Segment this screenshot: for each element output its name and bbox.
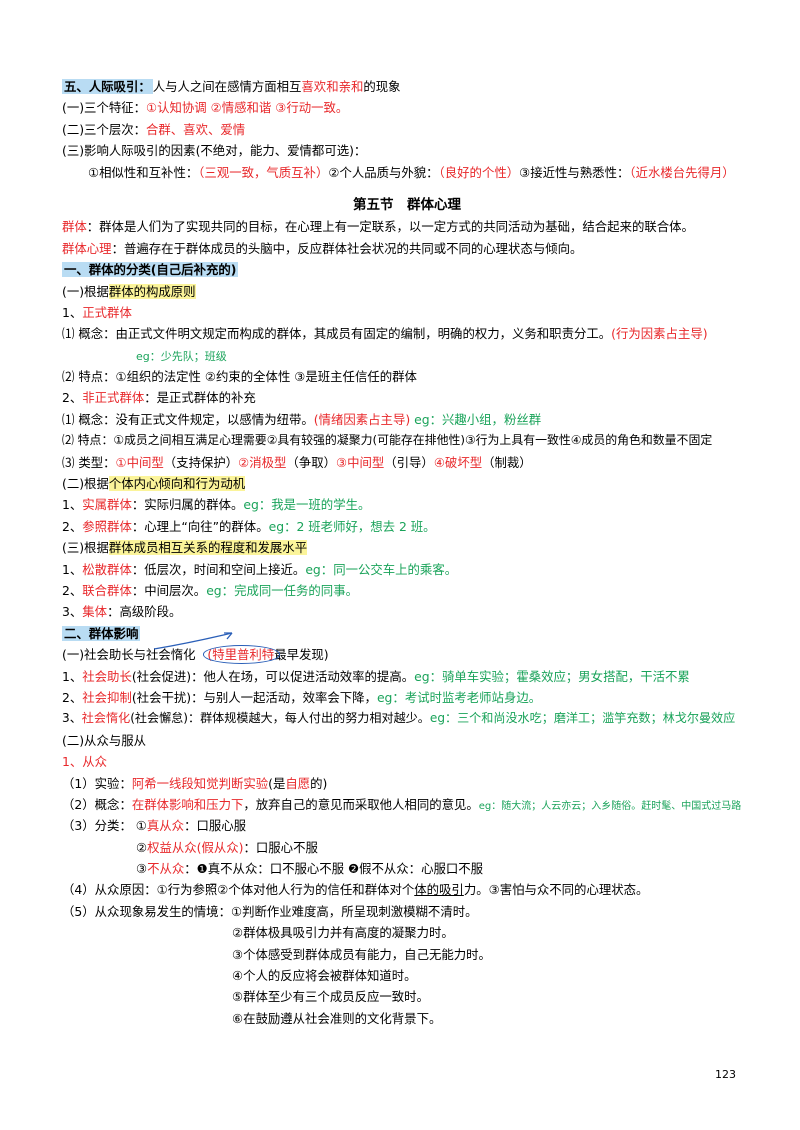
group-definition: 群体：群体是人们为了实现共同的目标，在心理上有一定联系，以一定方式的共同活动为基…	[62, 219, 694, 235]
features-line: (一)三个特征：①认知协调 ②情感和谐 ③行动一致。	[62, 100, 349, 116]
formal-group-heading: 1、正式群体	[62, 304, 132, 320]
informal-group-heading: 2、非正式群体：是正式群体的补充	[62, 390, 256, 406]
conformity-type-1: （3）分类： ①真从众：口服心服	[62, 818, 247, 834]
social-loafing: 3、社会惰化(社会懈怠)：群体规模越大，每人付出的努力相对越少。eg：三个和尚没…	[62, 711, 736, 726]
levels-line: (二)三个层次：合群、喜欢、爱情	[62, 121, 246, 137]
social-facilitation: 1、社会助长(社会促进)：他人在场，可以促进活动效率的提高。eg：骑单车实验；霍…	[62, 668, 690, 684]
conformity-type-3: ③不从众：❶真不从众：口不服心不服 ❷假不从众：心服口不服	[136, 861, 484, 877]
document-page: 五、人际吸引：人与人之间在感情方面相互喜欢和亲和的现象 (一)三个特征：①认知协…	[62, 76, 752, 1029]
conformity-obedience-heading: (二)从众与服从	[62, 732, 147, 748]
influence-heading: 二、群体影响	[62, 625, 141, 641]
annotation-arrow	[153, 632, 233, 650]
classification-a: (一)根据群体的构成原则	[62, 283, 196, 299]
section-title: 第五节 群体心理	[353, 196, 461, 213]
loose-group: 1、松散群体：低层次，时间和空间上接近。eg：同一公交车上的乘客。	[62, 561, 458, 577]
formal-group-example: eg：少先队；班级	[136, 349, 227, 363]
conformity-reasons: （4）从众原因：①行为参照②个体对他人行为的信任和群体对个体的吸引力。③害怕与众…	[62, 882, 649, 898]
social-inhibition: 2、社会抑制(社会干扰)：与别人一起活动，效率会下降，eg：考试时监考老师站身边…	[62, 689, 542, 705]
group-psychology-definition: 群体心理：普遍存在于群体成员的头脑中，反应群体社会状况的共同或不同的心理状态与倾…	[62, 240, 583, 256]
conformity-situation-4: ④个人的反应将会被群体知道时。	[232, 968, 417, 984]
facilitation-heading: (一)社会助长与社会惰化 (特里普利特最早发现)	[62, 644, 752, 665]
conformity-type-2: ②权益从众(假从众)：口服心不服	[136, 839, 318, 855]
spacer	[62, 183, 752, 195]
conformity-situation-6: ⑥在鼓励遵从社会准则的文化背景下。	[232, 1010, 442, 1026]
informal-group-types: ⑶ 类型：①中间型（支持保护）②消极型（争取）③中间型（引导）④破坏型（制裁）	[62, 454, 532, 470]
formal-group-traits: ⑵ 特点：①组织的法定性 ②约束的全体性 ③是班主任信任的群体	[62, 369, 417, 385]
triplett-circled: (特里普利特	[203, 644, 280, 665]
conformity-situation-5: ⑤群体至少有三个成员反应一致时。	[232, 989, 429, 1005]
conformity-situation-1: （5）从众现象易发生的情境：①判断作业难度高，所呈现刺激模糊不清时。	[62, 903, 478, 919]
page-number: 123	[715, 1068, 736, 1081]
united-group: 2、联合群体：中间层次。eg：完成同一任务的同事。	[62, 582, 358, 598]
conformity-experiment: （1）实验：阿希一线段知觉判断实验(是自愿的)	[62, 775, 328, 791]
classification-heading: 一、群体的分类(自己后补充的)	[62, 262, 239, 278]
reference-group: 2、参照群体：心理上“向往”的群体。eg：2 班老师好，想去 2 班。	[62, 518, 436, 534]
factors-line: (三)影响人际吸引的因素(不绝对，能力、爱情都可选)：	[62, 143, 367, 159]
interpersonal-attraction-heading: 五、人际吸引：人与人之间在感情方面相互喜欢和亲和的现象	[62, 79, 401, 94]
informal-group-traits: ⑵ 特点：①成员之间相互满足心理需要②具有较强的凝聚力(可能存在排他性)③行为上…	[62, 433, 713, 448]
classification-b: (二)根据个体内心倾向和行为动机	[62, 476, 246, 492]
collective: 3、集体：高级阶段。	[62, 604, 182, 620]
conformity-concept: （2）概念：在群体影响和压力下，放弃自己的意见而采取他人相同的意见。eg：随大流…	[62, 796, 742, 812]
section-label: 五、人际吸引：	[62, 79, 153, 94]
conformity-situation-2: ②群体极具吸引力并有高度的凝聚力时。	[232, 925, 454, 941]
membership-group: 1、实属群体：实际归属的群体。eg：我是一班的学生。	[62, 497, 371, 513]
conformity-situation-3: ③个体感受到群体成员有能力，自己无能力时。	[232, 946, 491, 962]
informal-group-concept: ⑴ 概念：没有正式文件规定，以感情为纽带。(情绪因素占主导) eg：兴趣小组，粉…	[62, 411, 542, 427]
conformity-heading: 1、从众	[62, 754, 108, 770]
classification-c: (三)根据群体成员相互关系的程度和发展水平	[62, 540, 308, 556]
formal-group-concept: ⑴ 概念：由正式文件明文规定而构成的群体，其成员有固定的编制，明确的权力，义务和…	[62, 326, 708, 342]
factors-detail-line: ①相似性和互补性：（三观一致，气质互补）②个人品质与外貌：（良好的个性）③接近性…	[88, 164, 735, 180]
